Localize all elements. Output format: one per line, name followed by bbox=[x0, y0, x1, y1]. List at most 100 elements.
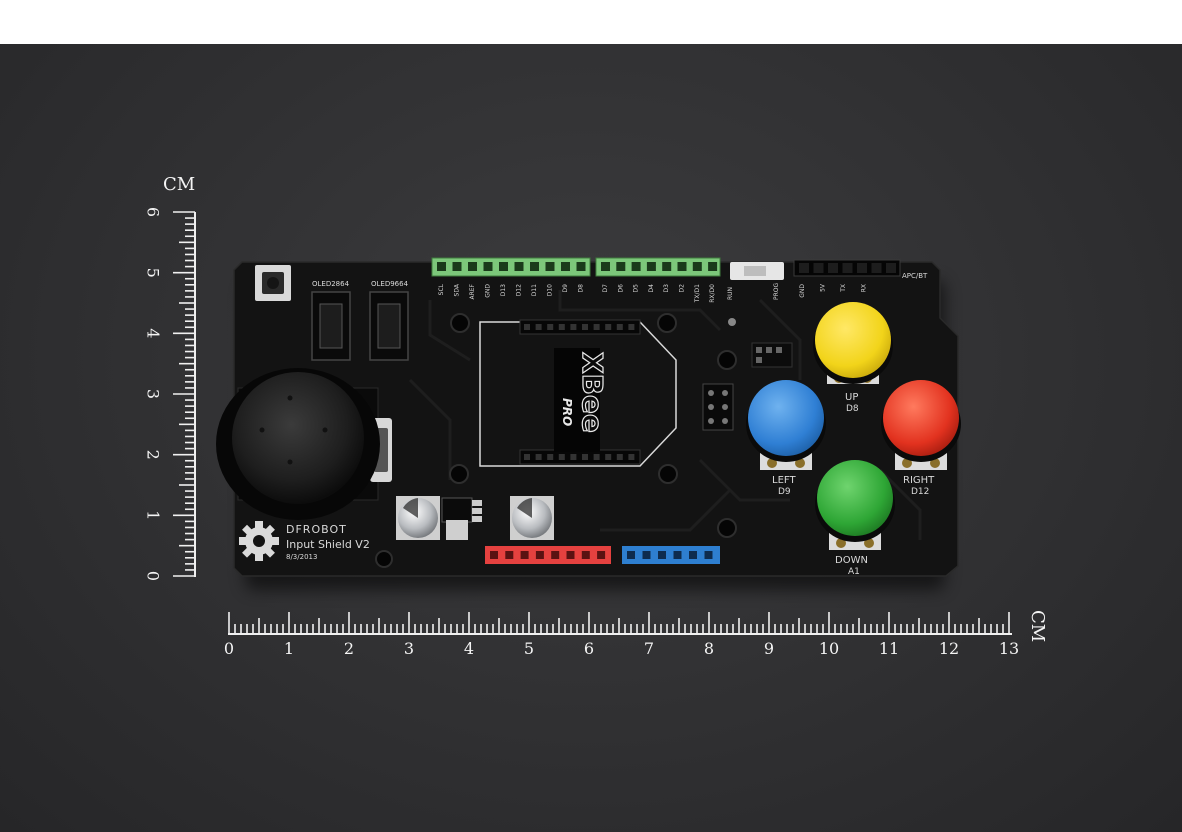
header-pin bbox=[627, 551, 635, 559]
xbee-pin bbox=[547, 324, 554, 330]
vertical-ruler-unit: CM bbox=[163, 174, 195, 195]
joystick-module bbox=[216, 368, 392, 520]
header-pin bbox=[483, 262, 493, 271]
header-pin bbox=[677, 262, 687, 271]
top-pin-label: TX bbox=[840, 284, 847, 293]
button-down-label: DOWN bbox=[835, 555, 868, 566]
header-pin bbox=[490, 551, 498, 559]
header-pin bbox=[871, 263, 882, 273]
horizontal-ruler-ticks bbox=[228, 612, 1010, 634]
header-pin bbox=[704, 551, 713, 559]
header-black-right: APC/BT bbox=[793, 259, 928, 280]
button-left[interactable]: LEFT D9 bbox=[746, 380, 826, 497]
button-right[interactable]: RIGHT D12 bbox=[881, 380, 961, 497]
mounting-holes bbox=[375, 313, 737, 568]
header-pin bbox=[561, 262, 570, 271]
top-pin-label: SCL bbox=[438, 283, 445, 295]
xbee-pin bbox=[628, 454, 635, 460]
horizontal-ruler-label: 5 bbox=[524, 639, 534, 658]
header-red-bottom bbox=[485, 546, 611, 564]
xbee-pin bbox=[535, 454, 542, 460]
header-pin bbox=[662, 262, 672, 271]
header-pin bbox=[535, 551, 544, 559]
xbee-pin bbox=[605, 324, 612, 330]
button-down-cap[interactable] bbox=[817, 460, 893, 536]
capacitor-left bbox=[396, 496, 440, 540]
button-left-pin: D9 bbox=[778, 487, 791, 497]
xbee-pin bbox=[616, 324, 623, 330]
button-down[interactable]: DOWN A1 bbox=[815, 460, 895, 577]
header-pin bbox=[545, 262, 555, 271]
header-pin bbox=[689, 551, 697, 559]
xbee-pin bbox=[558, 324, 565, 330]
xbee-pin bbox=[582, 454, 588, 460]
header-pin bbox=[499, 262, 508, 271]
horizontal-ruler-label: 11 bbox=[879, 639, 899, 658]
xbee-socket: XBee PRO bbox=[479, 319, 677, 467]
xbee-pin bbox=[558, 454, 565, 460]
header-pin bbox=[616, 262, 626, 271]
pcb-traces bbox=[408, 290, 922, 540]
header-pin bbox=[842, 263, 853, 273]
top-pin-label: SDA bbox=[454, 283, 461, 296]
button-up-pin: D8 bbox=[846, 404, 859, 414]
header-pin bbox=[551, 551, 560, 559]
top-pin-label: D3 bbox=[663, 284, 670, 293]
button-left-cap[interactable] bbox=[748, 380, 824, 456]
horizontal-ruler-label: 4 bbox=[464, 639, 474, 658]
header-pin bbox=[631, 262, 641, 271]
xbee-pin bbox=[593, 454, 600, 460]
button-up-cap[interactable] bbox=[815, 302, 891, 378]
horizontal-ruler-label: 13 bbox=[999, 639, 1019, 658]
xbee-label: XBee bbox=[576, 352, 609, 433]
button-up[interactable]: UP D8 bbox=[813, 302, 893, 414]
small-ic-top bbox=[751, 342, 793, 368]
horizontal-ruler-label: 3 bbox=[404, 639, 414, 658]
vertical-ruler-label: 4 bbox=[144, 328, 163, 338]
header-pin bbox=[692, 262, 702, 271]
top-pin-label: D11 bbox=[531, 284, 538, 296]
vertical-ruler-label: 0 bbox=[144, 571, 163, 581]
vertical-ruler-label: 1 bbox=[144, 510, 163, 520]
xbee-pin bbox=[535, 324, 542, 330]
top-pin-label: GND bbox=[485, 284, 492, 298]
button-down-pin: A1 bbox=[848, 567, 860, 577]
top-pin-label: D9 bbox=[562, 284, 569, 293]
horizontal-ruler-label: 8 bbox=[704, 639, 714, 658]
button-right-cap[interactable] bbox=[883, 380, 959, 456]
xbee-pin bbox=[582, 324, 588, 330]
voltage-regulator bbox=[441, 497, 482, 540]
brand-name: DFROBOT bbox=[286, 523, 347, 536]
header-pin bbox=[658, 551, 666, 559]
oled-label-1: OLED2864 bbox=[312, 280, 350, 288]
header-pin bbox=[576, 262, 586, 271]
vertical-ruler-label: 5 bbox=[144, 268, 163, 278]
xbee-pin bbox=[593, 324, 600, 330]
xbee-pin bbox=[524, 454, 530, 460]
header-pin bbox=[468, 262, 477, 271]
horizontal-ruler-label: 0 bbox=[224, 639, 234, 658]
oled-label-2: OLED9664 bbox=[371, 280, 409, 288]
header-pin bbox=[514, 262, 524, 271]
header-pin bbox=[673, 551, 682, 559]
top-pin-label: D6 bbox=[617, 284, 624, 293]
vertical-ruler-ticks bbox=[173, 211, 195, 577]
top-pin-label: AREF bbox=[469, 283, 476, 299]
vertical-ruler-label: 3 bbox=[144, 389, 163, 399]
horizontal-ruler-label: 9 bbox=[764, 639, 774, 658]
horizontal-ruler-label: 2 bbox=[344, 639, 354, 658]
horizontal-ruler-label: 12 bbox=[939, 639, 959, 658]
top-pin-label: D13 bbox=[500, 284, 507, 296]
joystick-knob bbox=[232, 372, 364, 504]
vertical-ruler-label: 2 bbox=[144, 450, 163, 460]
header-pin bbox=[857, 263, 867, 273]
header-pin bbox=[437, 262, 446, 271]
button-right-label: RIGHT bbox=[903, 475, 935, 486]
top-pin-label: RX bbox=[861, 284, 868, 292]
